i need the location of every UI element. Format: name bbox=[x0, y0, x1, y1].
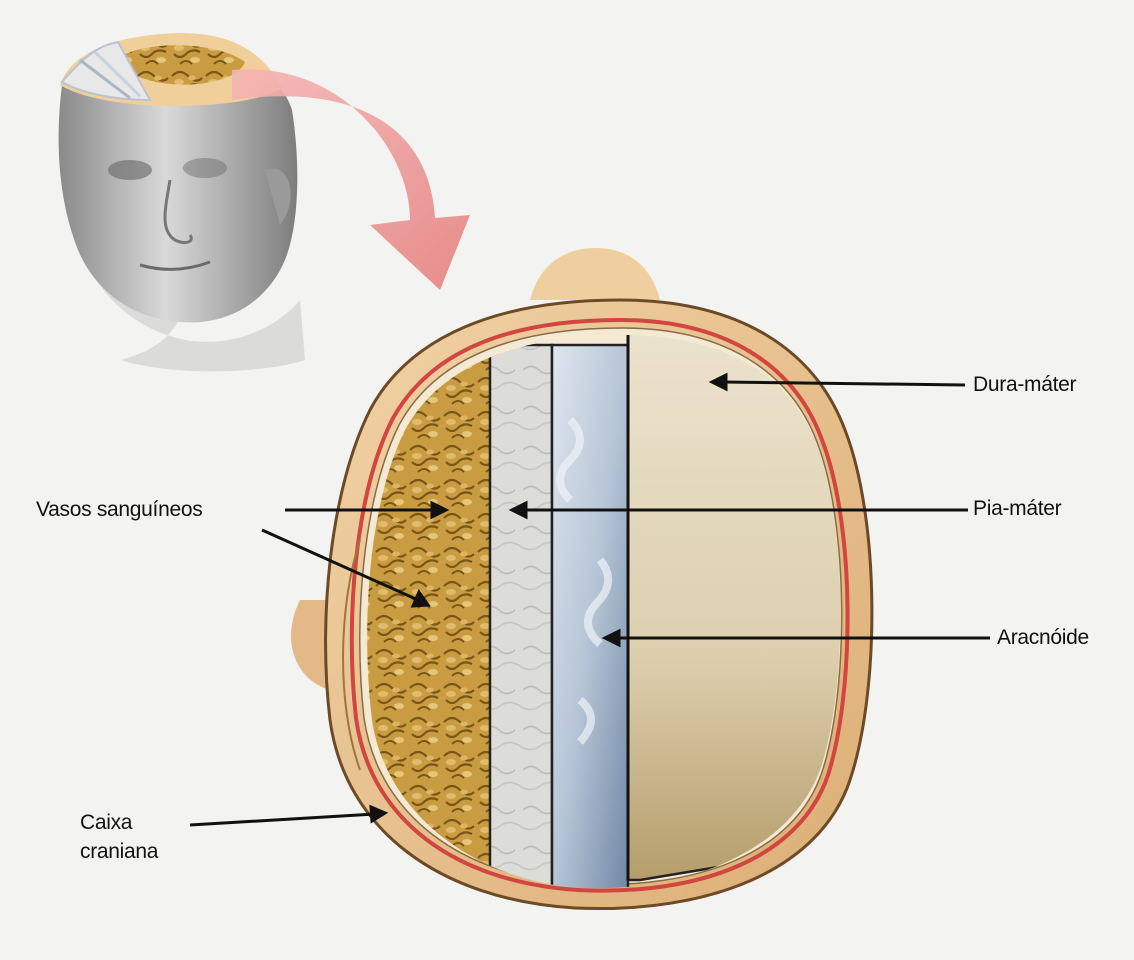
label-dura-mater: Dura-máter bbox=[973, 372, 1076, 398]
label-caixa-line2: craniana bbox=[80, 837, 158, 866]
label-caixa-craniana: Caixa craniana bbox=[80, 808, 158, 866]
label-aracnoide: Aracnóide bbox=[997, 625, 1089, 651]
leader-caixa bbox=[190, 807, 385, 825]
label-vasos-sanguineos: Vasos sanguíneos bbox=[36, 497, 202, 523]
label-pia-mater: Pia-máter bbox=[973, 496, 1061, 522]
label-caixa-line1: Caixa bbox=[80, 808, 158, 837]
